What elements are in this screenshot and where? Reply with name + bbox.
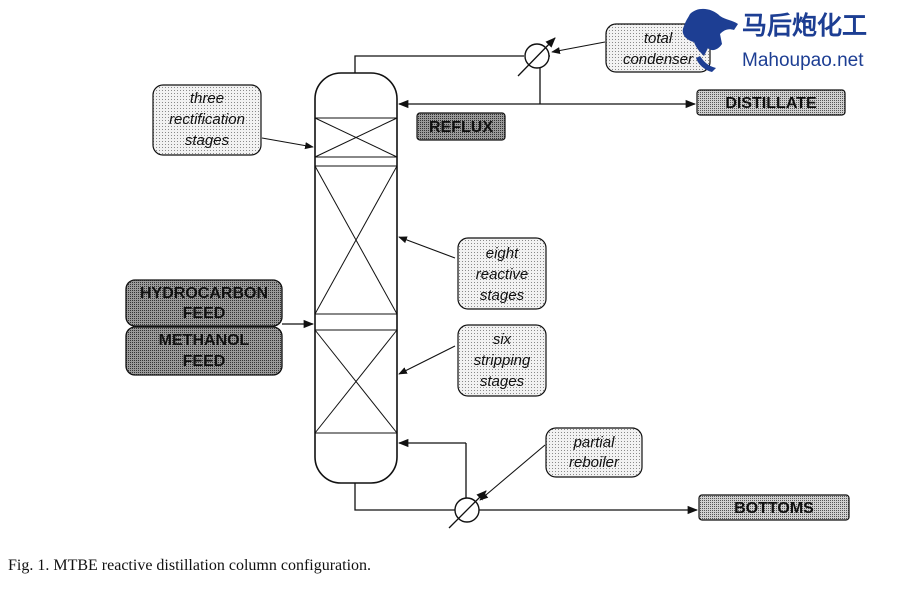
- leader-arrows: [261, 41, 606, 501]
- horse-logo-icon: [682, 8, 738, 72]
- label-line: stripping: [474, 352, 531, 369]
- label-line: three: [190, 90, 224, 107]
- partial-reboiler-label: partial reboiler: [545, 427, 643, 478]
- label-line: stages: [185, 132, 230, 149]
- feed-text: FEED: [183, 353, 226, 370]
- label-line: stages: [480, 373, 525, 390]
- reactive-packing: [314, 165, 398, 315]
- label-line: eight: [486, 245, 519, 262]
- label-line: total: [644, 30, 673, 47]
- label-line: stages: [480, 287, 525, 304]
- feed-text: FEED: [183, 305, 226, 322]
- watermark: 马后炮化工 Mahoupao.net: [682, 8, 867, 72]
- bottoms-text: BOTTOMS: [734, 500, 814, 517]
- hydrocarbon-feed-tag: HYDROCARBON FEED: [125, 279, 283, 327]
- distillate-text: DISTILLATE: [725, 95, 817, 112]
- stripping-packing: [314, 329, 398, 434]
- feed-text: METHANOL: [159, 332, 250, 349]
- bottoms-piping: [354, 438, 699, 515]
- watermark-chinese: 马后炮化工: [742, 11, 867, 40]
- label-line: six: [493, 331, 512, 348]
- label-line: condenser: [623, 51, 694, 68]
- stripping-stages-label: six stripping stages: [457, 324, 547, 397]
- label-line: rectification: [169, 111, 245, 128]
- bottoms-tag: BOTTOMS: [698, 494, 850, 521]
- methanol-feed-tag: METHANOL FEED: [125, 326, 283, 376]
- reflux-tag: REFLUX: [416, 112, 506, 141]
- distillate-tag: DISTILLATE: [696, 89, 846, 116]
- distillation-column: [314, 72, 398, 484]
- rectification-packing: [314, 117, 398, 158]
- figure-caption: Fig. 1. MTBE reactive distillation colum…: [8, 557, 371, 574]
- label-line: reactive: [476, 266, 529, 283]
- rectification-stages-label: three rectification stages: [152, 84, 262, 156]
- label-line: reboiler: [569, 454, 620, 471]
- reflux-text: REFLUX: [429, 119, 493, 136]
- watermark-url: Mahoupao.net: [742, 50, 864, 71]
- label-line: partial: [573, 434, 616, 451]
- condenser-icon: [517, 37, 556, 77]
- reactive-stages-label: eight reactive stages: [457, 237, 547, 310]
- total-condenser-label: total condenser: [605, 23, 711, 73]
- feed-text: HYDROCARBON: [140, 285, 268, 302]
